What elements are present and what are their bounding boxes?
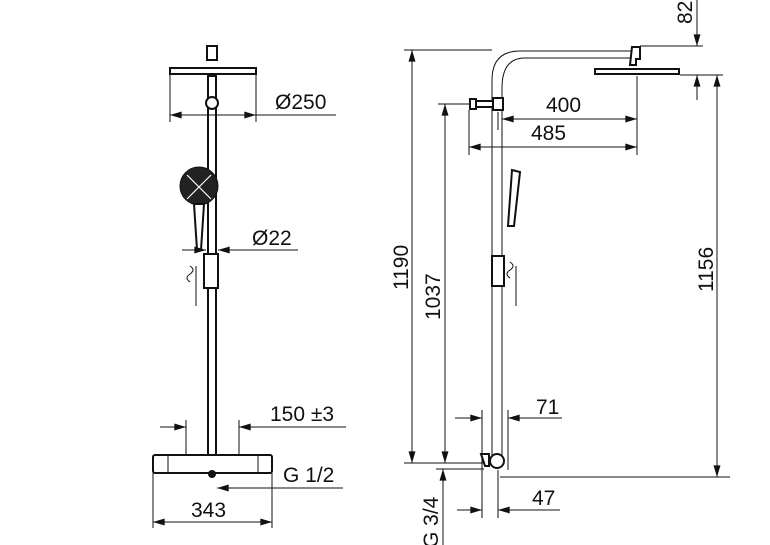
outlet-thread-label: G 3/4 (420, 496, 443, 545)
shower-hose (186, 265, 197, 306)
side-slider (491, 255, 505, 287)
total-height-label: 1190 (390, 245, 413, 290)
side-view: 1190 1037 400 485 82 1156 71 47 (390, 0, 730, 545)
hand-shower-handle (192, 203, 206, 251)
pipe-diameter-label: Ø22 (252, 227, 292, 250)
side-thermostat (489, 453, 505, 469)
ceiling-connector (206, 45, 218, 61)
head-drop-label: 82 (674, 1, 697, 24)
thermostat-depth-label: 71 (536, 396, 559, 419)
thermostat-width-label: 343 (191, 499, 226, 522)
inlet-thread-label: G 1/2 (283, 464, 334, 487)
hand-shower-head (179, 166, 219, 206)
wall-bracket (469, 98, 495, 110)
head-height-label: 1156 (695, 247, 718, 292)
arm-connector (628, 46, 641, 66)
overhead-shower-head (169, 67, 257, 75)
head-diameter-label: Ø250 (275, 91, 326, 114)
outlet-offset-label: 47 (532, 487, 555, 510)
total-projection-label: 485 (531, 122, 566, 145)
slider-holder (203, 253, 219, 289)
connection-spacing-label: 150 ±3 (270, 403, 334, 426)
arm-projection-label: 400 (546, 94, 581, 117)
side-hand-shower (506, 168, 522, 227)
side-shower-head (594, 68, 680, 75)
pole-joint (205, 96, 219, 110)
front-view: Ø250 Ø22 150 ±3 G 1/2 343 (152, 45, 346, 528)
bracket-height-label: 1037 (422, 273, 445, 320)
